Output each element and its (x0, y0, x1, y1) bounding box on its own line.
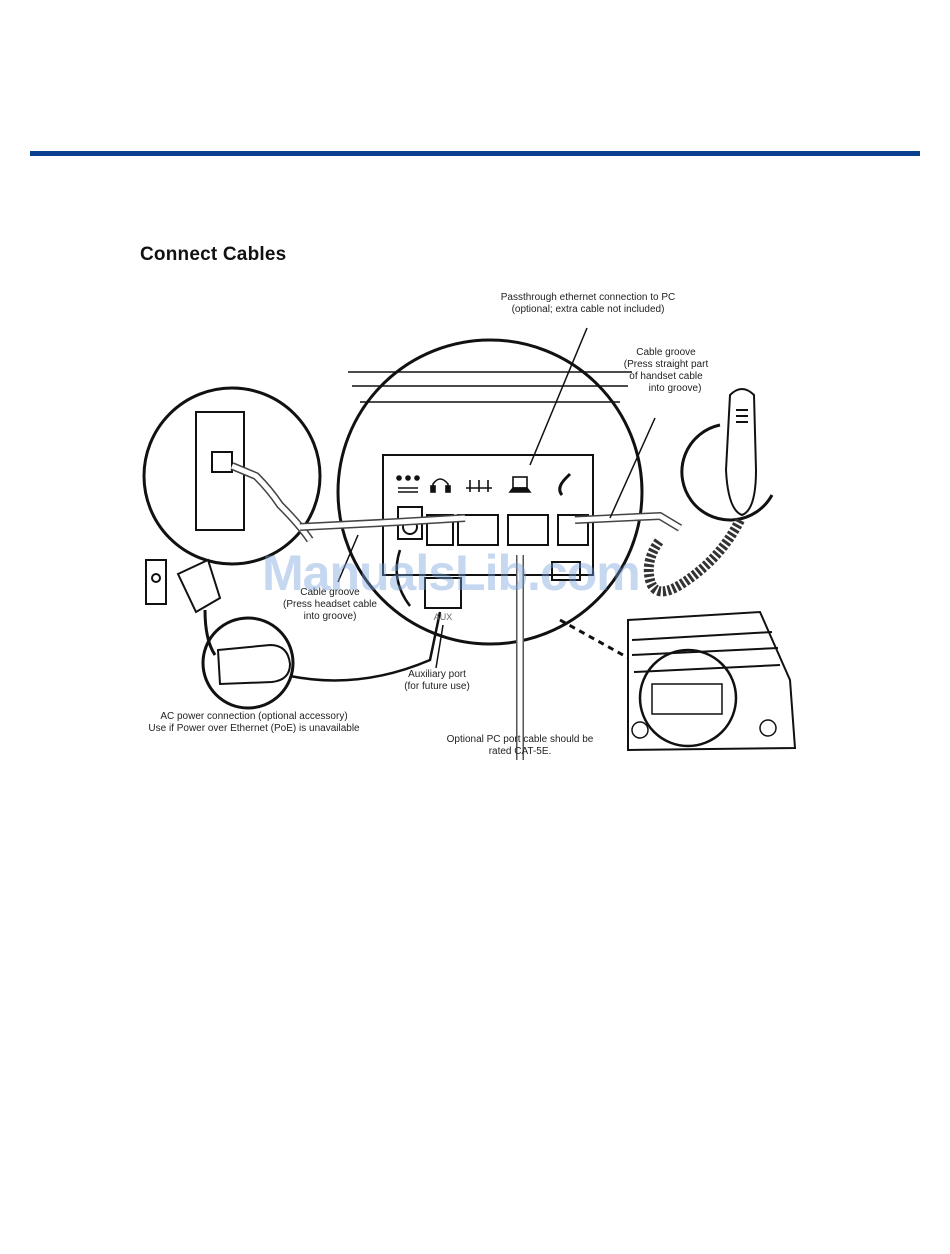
handset (724, 388, 758, 517)
label-groove-right: Cable groove (Press straight part of han… (606, 347, 726, 395)
watermark: ManualsLib.com (262, 545, 641, 601)
label-passthrough-line1: Passthrough ethernet connection to PC (500, 292, 676, 303)
label-groove-left-line3: into groove) (303, 611, 357, 622)
power-outlet (145, 559, 167, 605)
label-groove-right-line4: into groove) (648, 383, 702, 394)
wall-jack-circle (142, 386, 322, 566)
pointer-passthrough (529, 327, 588, 466)
power-adapter (176, 558, 222, 614)
coiled-cord (643, 517, 745, 597)
header-rule (30, 151, 920, 156)
pointer-groove-left (337, 534, 359, 583)
pc-icon (508, 476, 532, 493)
page-title: Connect Cables (140, 244, 287, 265)
handset-icon (558, 472, 572, 496)
label-groove-right-line1: Cable groove (636, 347, 696, 358)
label-groove-left: Cable groove (Press headset cable into g… (270, 587, 390, 623)
label-ac-power-line2: Use if Power over Ethernet (PoE) is unav… (148, 723, 360, 734)
label-aux-jack: AUX (433, 612, 453, 622)
power-cable (203, 609, 217, 656)
handset-circle (680, 423, 774, 522)
label-passthrough: Passthrough ethernet connection to PC (o… (488, 292, 688, 316)
label-groove-left-line2: (Press headset cable (283, 599, 377, 610)
phone-base (627, 610, 797, 752)
label-pc-cable-line2: rated CAT-5E. (488, 746, 552, 757)
label-groove-right-line3: of handset cable (629, 371, 703, 382)
adapter-circle (201, 616, 295, 710)
handset-port (557, 514, 589, 546)
lan-port (457, 514, 499, 546)
network-icon (396, 475, 420, 493)
right-small-port (551, 561, 581, 581)
phone-back-circle (336, 338, 644, 646)
label-groove-left-line1: Cable groove (300, 587, 360, 598)
lan-icon (466, 480, 492, 492)
wall-jack (211, 451, 233, 473)
headset-port (426, 514, 454, 546)
port-panel (382, 454, 594, 576)
label-pc-cable: Optional PC port cable should be rated C… (420, 734, 620, 758)
phone-base-zoom-circle (638, 648, 738, 748)
label-ac-power-line1: AC power connection (optional accessory) (160, 711, 348, 722)
pointer-groove-right (609, 417, 656, 519)
label-ac-power: AC power connection (optional accessory)… (124, 711, 384, 735)
label-passthrough-line2: (optional; extra cable not included) (511, 304, 665, 315)
label-groove-right-line2: (Press straight part (623, 359, 709, 370)
label-pc-cable-line1: Optional PC port cable should be (446, 734, 594, 745)
label-aux-port-line2: (for future use) (404, 681, 470, 692)
aux-port (424, 577, 462, 609)
label-aux-port-line1: Auxiliary port (408, 669, 466, 680)
label-aux-port: Auxiliary port (for future use) (392, 669, 482, 693)
pointer-aux (435, 624, 444, 669)
pc-port (507, 514, 549, 546)
headset-icon (430, 478, 451, 493)
